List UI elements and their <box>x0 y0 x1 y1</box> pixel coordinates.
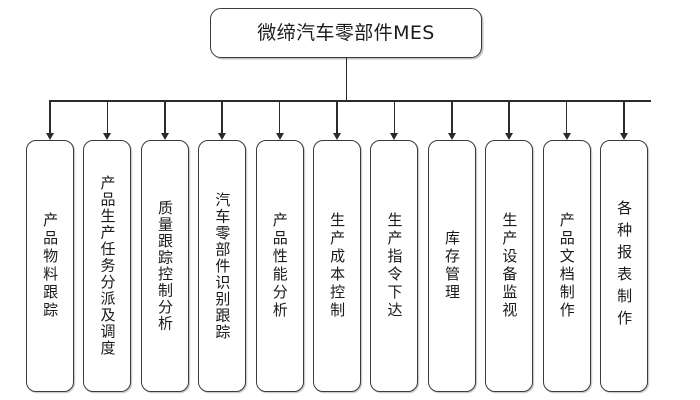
arrow-head-icon <box>275 133 284 140</box>
leaf-node-label: 汽车零部件识别跟踪 <box>213 191 232 341</box>
leaf-node-label: 产品文档制作 <box>557 212 576 320</box>
leaf-node[interactable]: 生产成本控制 <box>313 140 361 392</box>
leaf-node[interactable]: 各种报表制作 <box>600 140 648 392</box>
arrow-head-icon <box>447 133 456 140</box>
arrow-head-icon <box>103 133 112 140</box>
leaf-node-label: 产品物料跟踪 <box>41 212 60 320</box>
leaf-node[interactable]: 生产设备监视 <box>485 140 534 392</box>
trunk-connector <box>345 58 348 101</box>
leaf-node-label: 生产指令下达 <box>385 212 404 320</box>
leaf-node-label: 库存管理 <box>442 230 461 302</box>
bus-connector <box>50 100 651 102</box>
leaf-node[interactable]: 质量跟踪控制分析 <box>140 140 189 392</box>
drop-connector <box>221 100 223 134</box>
leaf-node-label: 生产设备监视 <box>500 212 519 320</box>
leaf-node[interactable]: 汽车零部件识别跟踪 <box>198 140 247 392</box>
leaf-node[interactable]: 产品性能分析 <box>255 140 304 392</box>
leaf-node[interactable]: 产品文档制作 <box>542 140 591 392</box>
arrow-head-icon <box>562 133 571 140</box>
arrow-head-icon <box>620 133 628 140</box>
drop-connector <box>565 100 568 134</box>
drop-connector <box>508 100 510 134</box>
arrow-head-icon <box>160 133 169 140</box>
drop-connector <box>106 100 109 134</box>
arrow-head-icon <box>333 133 341 140</box>
drop-connector <box>278 100 281 134</box>
arrow-head-icon <box>505 133 514 140</box>
drop-connector <box>393 100 396 134</box>
leaf-node[interactable]: 产品物料跟踪 <box>26 140 74 392</box>
leaf-node[interactable]: 生产指令下达 <box>370 140 419 392</box>
drop-connector <box>336 100 338 134</box>
root-node-label: 微缔汽车零部件MES <box>257 21 435 44</box>
leaf-node-label: 生产成本控制 <box>328 212 347 320</box>
arrow-head-icon <box>46 133 54 140</box>
drop-connector <box>164 100 166 134</box>
drop-connector <box>451 100 453 134</box>
leaf-node[interactable]: 产品生产任务分派及调度 <box>83 140 132 392</box>
root-node[interactable]: 微缔汽车零部件MES <box>210 8 482 58</box>
drop-connector <box>49 100 51 134</box>
leaf-node[interactable]: 库存管理 <box>427 140 476 392</box>
leaf-node-label: 各种报表制作 <box>615 200 634 332</box>
leaf-node-label: 产品性能分析 <box>270 212 289 320</box>
arrow-head-icon <box>390 133 399 140</box>
leaf-node-label: 产品生产任务分派及调度 <box>98 175 117 357</box>
drop-connector <box>623 100 625 134</box>
arrow-head-icon <box>218 133 227 140</box>
leaf-node-label: 质量跟踪控制分析 <box>155 200 174 332</box>
